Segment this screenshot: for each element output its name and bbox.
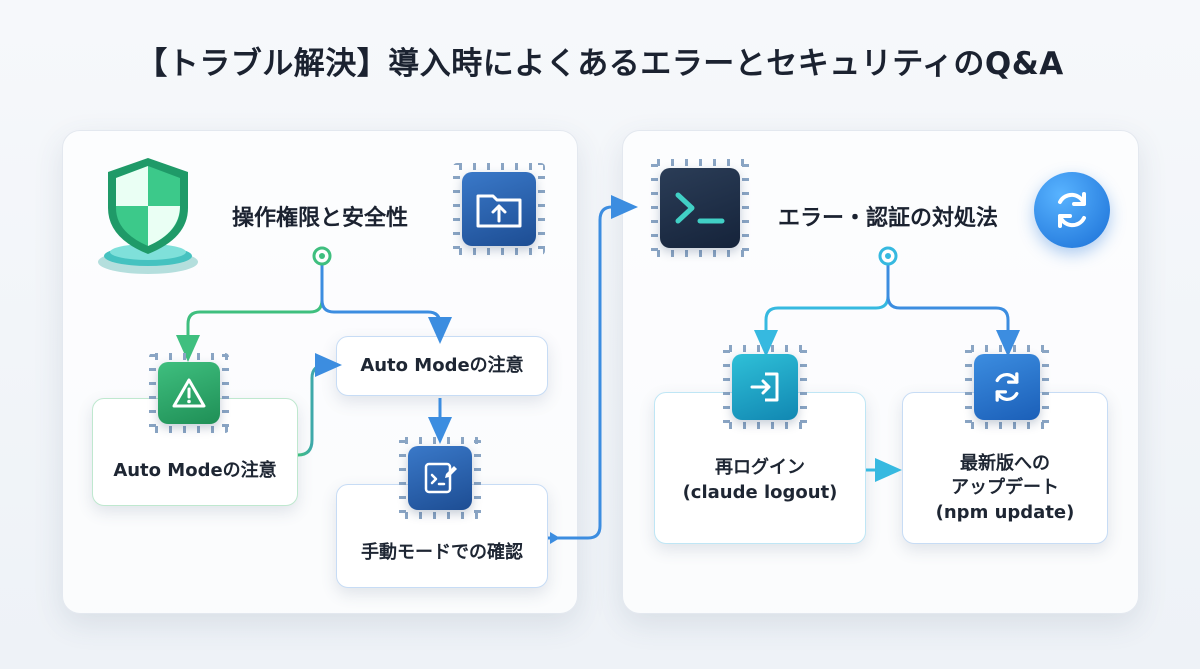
terminal-chip <box>651 159 749 257</box>
refresh-badge <box>1034 172 1110 248</box>
edit-code-icon <box>424 462 457 494</box>
update-chip <box>965 345 1049 429</box>
refresh-icon <box>1058 192 1086 228</box>
wire-right-split-cyan <box>754 262 890 357</box>
refresh-icon <box>995 372 1019 402</box>
node-auto-mode-upper[interactable]: Auto Modeの注意 <box>336 336 548 396</box>
folder-upload-icon <box>476 194 522 228</box>
login-chip <box>723 345 807 429</box>
folder-chip <box>453 163 545 255</box>
node-relogin-label: 再ログイン (claude logout) <box>682 457 838 503</box>
node-relogin[interactable]: 再ログイン (claude logout) <box>654 392 866 544</box>
wire-manual-to-terminal <box>548 195 638 540</box>
terminal-icon <box>675 192 725 224</box>
wire-left-split-green <box>176 262 324 362</box>
node-update-label: 最新版への アップデート (npm update) <box>935 453 1075 523</box>
node-auto-mode-upper-label: Auto Modeの注意 <box>360 354 524 376</box>
heading-errors: エラー・認証の対処法 <box>778 206 999 231</box>
node-manual-mode-label: 手動モードでの確認 <box>361 541 523 563</box>
shield-icon <box>88 150 208 280</box>
edit-code-chip <box>399 437 481 519</box>
page-title: 【トラブル解決】導入時によくあるエラーとセキュリティのQ&A <box>136 46 1064 82</box>
node-update[interactable]: 最新版への アップデート (npm update) <box>902 392 1108 544</box>
warning-icon <box>172 378 206 408</box>
heading-security: 操作権限と安全性 <box>232 206 409 231</box>
wire-left-split-blue <box>320 262 452 344</box>
warning-chip <box>149 353 229 433</box>
login-icon <box>750 372 779 402</box>
node-auto-mode-lower-label: Auto Modeの注意 <box>113 459 277 481</box>
wire-automode-to-automode <box>297 353 342 457</box>
wire-right-split-blue <box>886 262 1020 357</box>
